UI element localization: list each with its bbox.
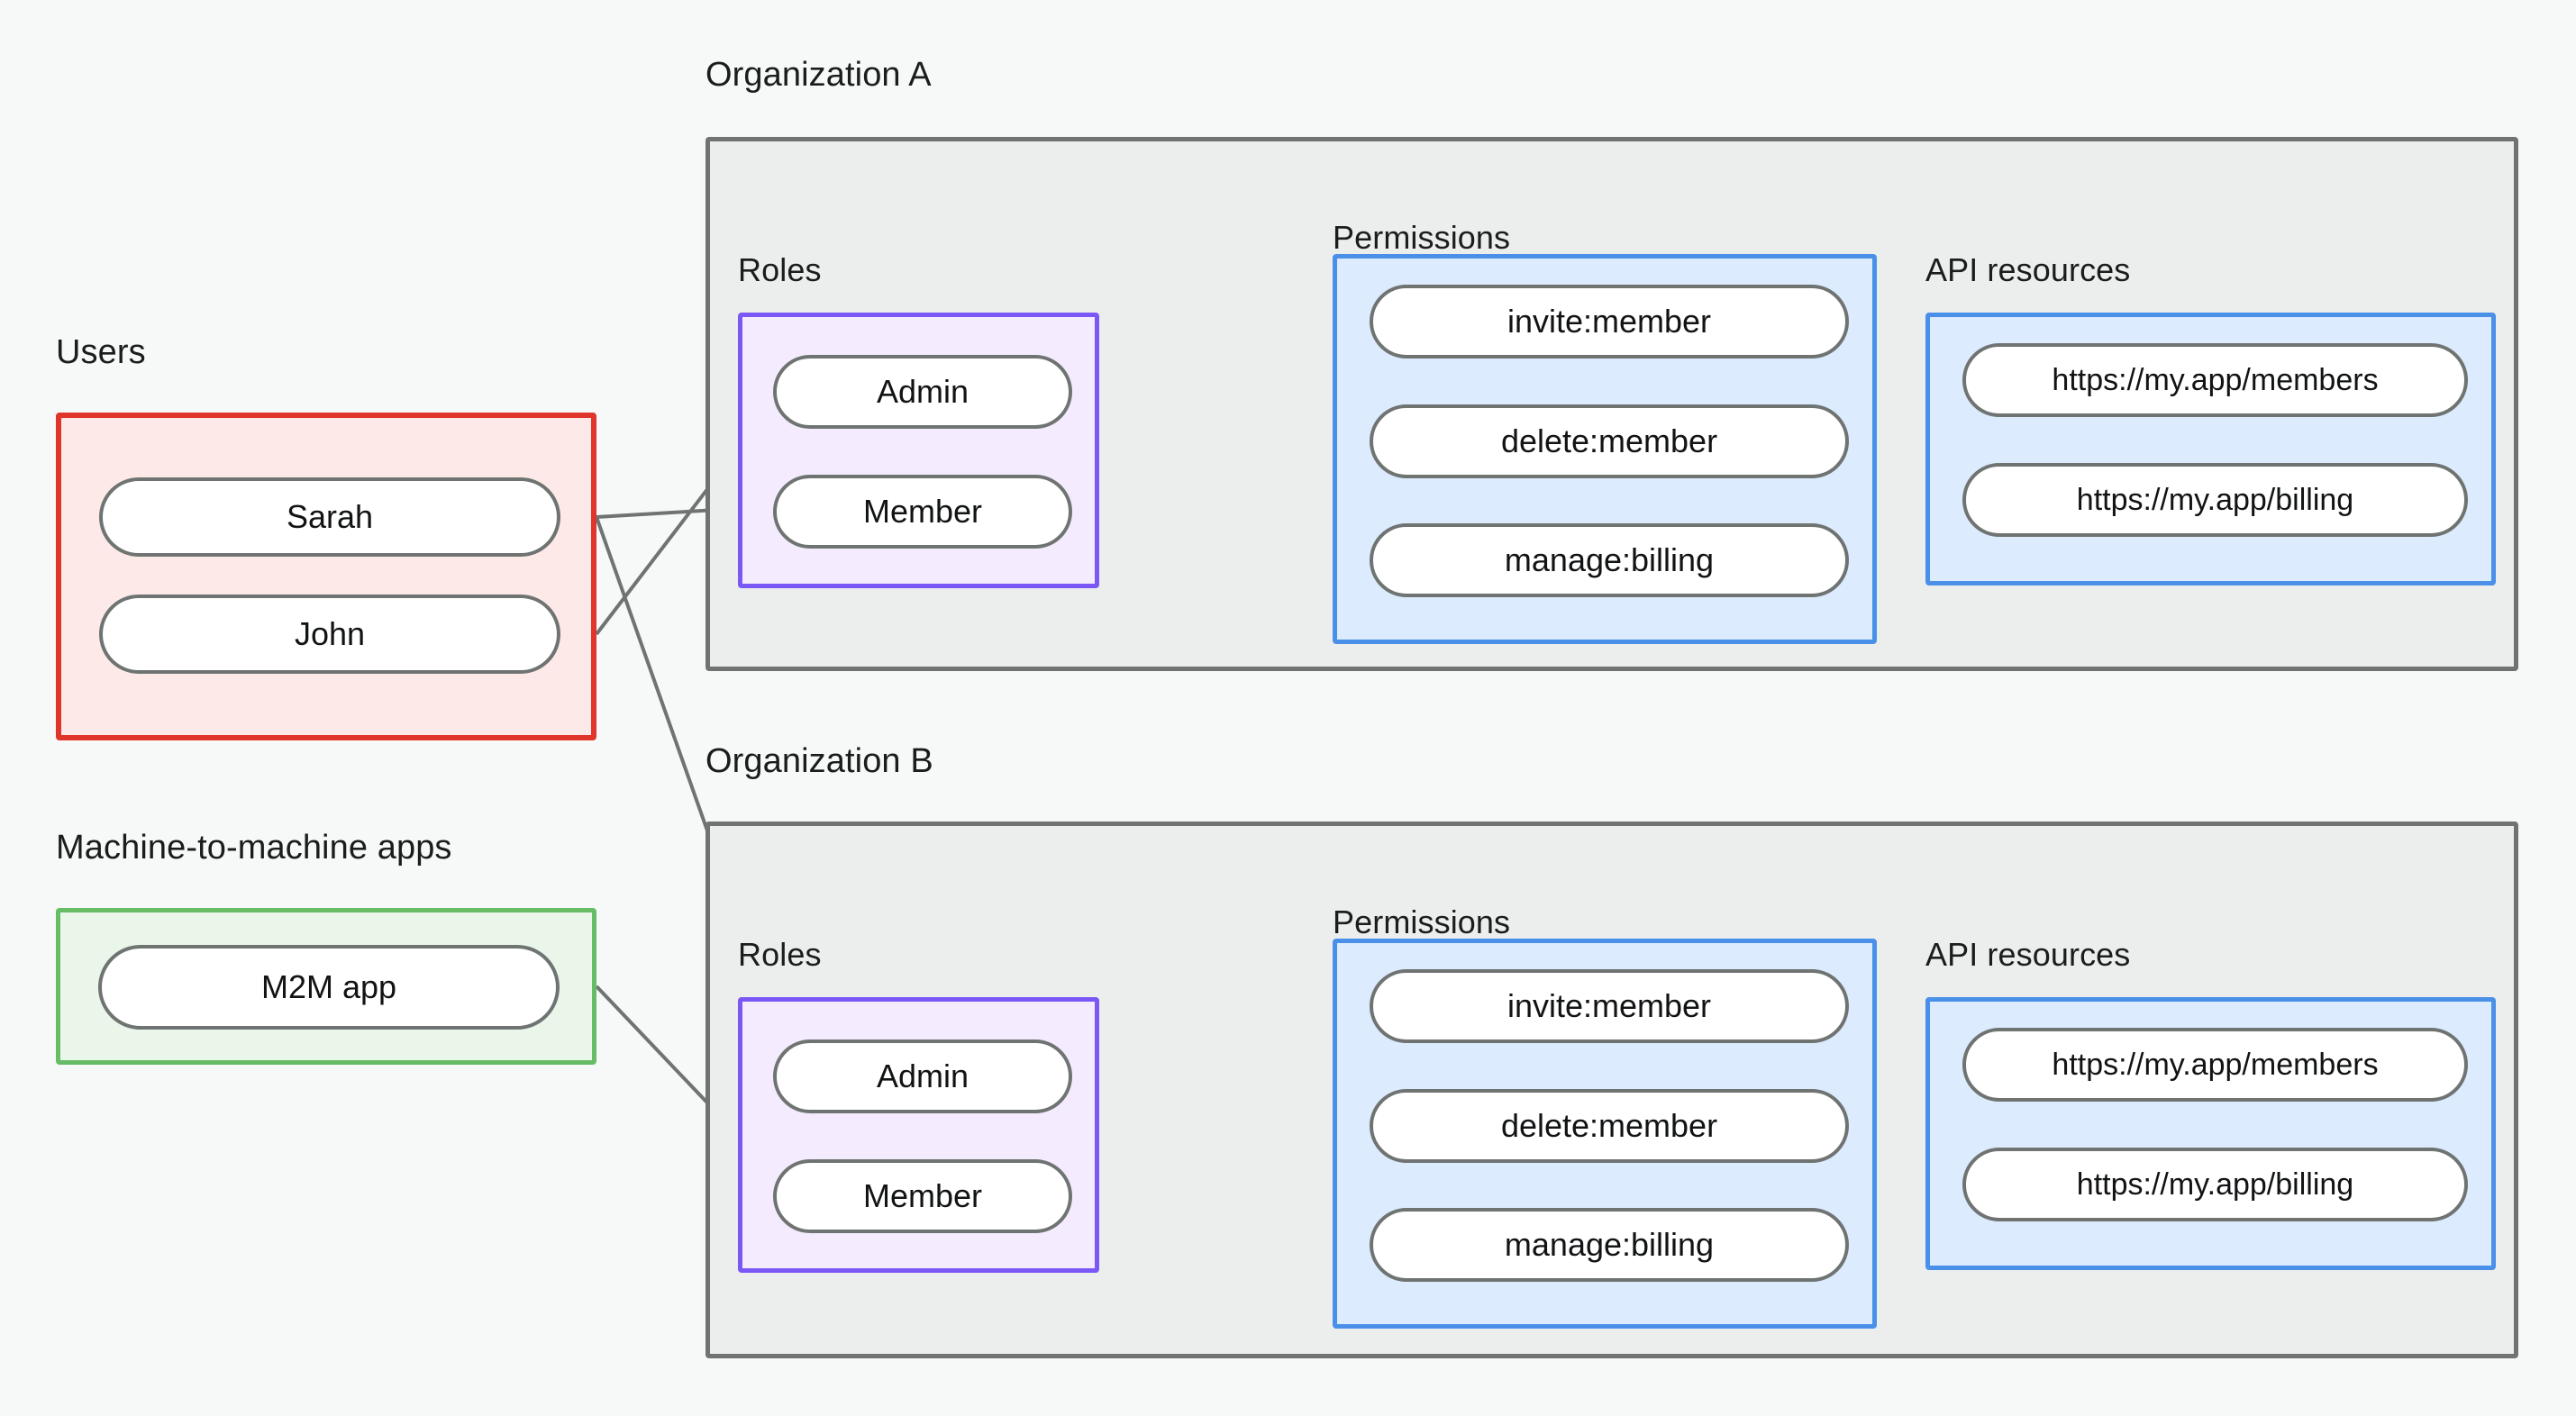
org-a-roles-label: Roles bbox=[738, 251, 822, 288]
org-b-box: Roles Admin Member Permissions invite:me… bbox=[705, 821, 2518, 1358]
org-a-label: Organization A bbox=[705, 56, 932, 94]
m2m-node-app[interactable]: M2M app bbox=[98, 945, 560, 1030]
org-b-permissions-label: Permissions bbox=[1333, 903, 1511, 940]
org-b-label: Organization B bbox=[705, 742, 933, 780]
org-b-permission-invite-member[interactable]: invite:member bbox=[1370, 969, 1849, 1043]
users-group-label: Users bbox=[56, 333, 146, 371]
m2m-group-label: Machine-to-machine apps bbox=[56, 829, 452, 867]
org-a-api-box: https://my.app/members https://my.app/bi… bbox=[1925, 313, 2496, 585]
org-b-permissions-box: invite:member delete:member manage:billi… bbox=[1333, 939, 1877, 1329]
org-a-permission-delete-member[interactable]: delete:member bbox=[1370, 404, 1849, 478]
org-b-api-box: https://my.app/members https://my.app/bi… bbox=[1925, 997, 2496, 1270]
org-a-roles-box: Admin Member bbox=[738, 313, 1099, 588]
org-b-permission-delete-member[interactable]: delete:member bbox=[1370, 1089, 1849, 1163]
org-a-permissions-box: invite:member delete:member manage:billi… bbox=[1333, 254, 1877, 644]
org-a-role-member[interactable]: Member bbox=[773, 475, 1072, 549]
org-a-api-label: API resources bbox=[1925, 251, 2131, 288]
org-b-role-admin[interactable]: Admin bbox=[773, 1039, 1072, 1113]
org-a-api-billing[interactable]: https://my.app/billing bbox=[1962, 463, 2468, 537]
org-a-api-members[interactable]: https://my.app/members bbox=[1962, 343, 2468, 417]
org-b-roles-box: Admin Member bbox=[738, 997, 1099, 1273]
org-b-roles-label: Roles bbox=[738, 936, 822, 973]
org-a-box: Roles Admin Member Permissions invite:me… bbox=[705, 137, 2518, 671]
org-b-api-label: API resources bbox=[1925, 936, 2131, 973]
org-b-api-billing[interactable]: https://my.app/billing bbox=[1962, 1148, 2468, 1221]
user-node-john[interactable]: John bbox=[99, 595, 560, 674]
org-a-permission-manage-billing[interactable]: manage:billing bbox=[1370, 523, 1849, 597]
org-a-permissions-label: Permissions bbox=[1333, 219, 1511, 256]
org-b-role-member[interactable]: Member bbox=[773, 1159, 1072, 1233]
org-b-api-members[interactable]: https://my.app/members bbox=[1962, 1028, 2468, 1102]
org-a-role-admin[interactable]: Admin bbox=[773, 355, 1072, 429]
user-node-sarah[interactable]: Sarah bbox=[99, 477, 560, 557]
org-a-permission-invite-member[interactable]: invite:member bbox=[1370, 285, 1849, 359]
m2m-group-box: M2M app bbox=[56, 908, 596, 1065]
users-group-box: Sarah John bbox=[56, 413, 596, 740]
org-b-permission-manage-billing[interactable]: manage:billing bbox=[1370, 1208, 1849, 1282]
